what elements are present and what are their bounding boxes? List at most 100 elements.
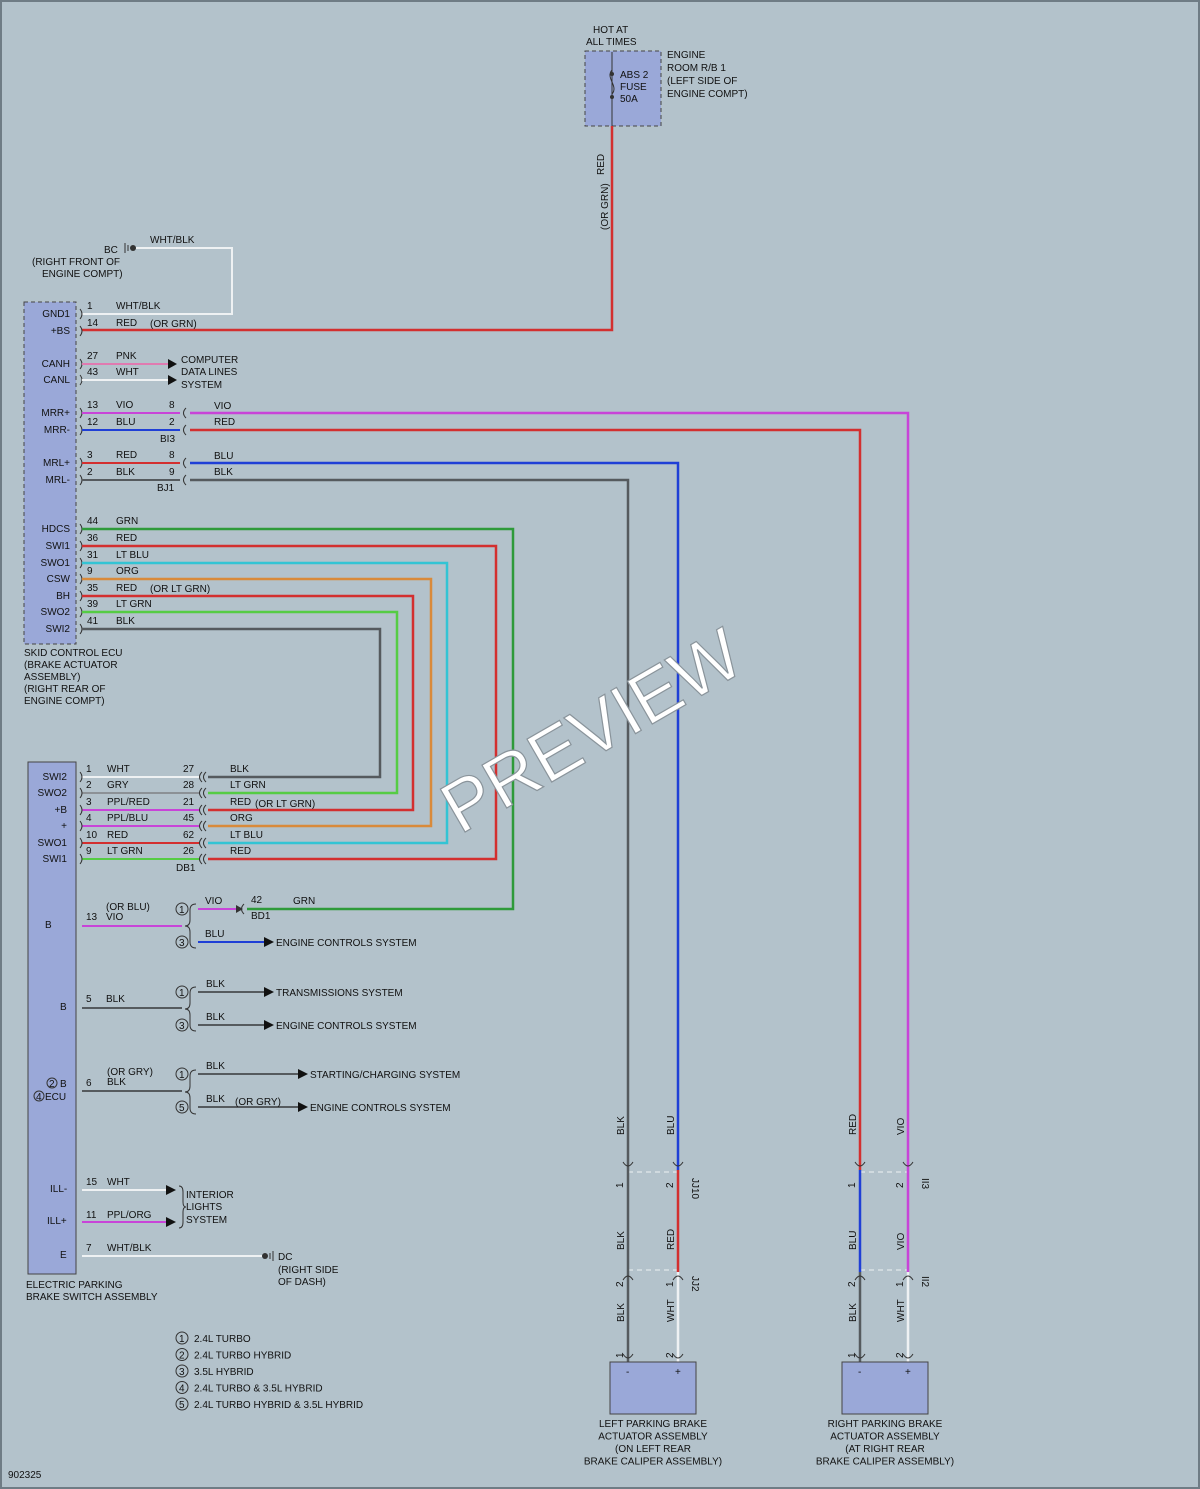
switch-pin-number: 1 — [86, 764, 92, 775]
wire-bh — [82, 594, 415, 812]
wire-csw — [82, 577, 433, 828]
db1-pin-note: (OR LT GRN) — [255, 799, 315, 810]
actuator-wire-mid: VIO — [896, 1233, 907, 1250]
actuator-pin-mid: 2 — [615, 1281, 626, 1287]
db1-name: DB1 — [176, 863, 196, 874]
actuator-terminal-plus: + — [905, 1367, 911, 1378]
switch-pin-name: SWO2 — [38, 788, 68, 799]
ecu-variant-2: 5 — [179, 1103, 185, 1114]
actuator-pin-mid: 1 — [665, 1281, 676, 1287]
b2-branch-wire-1: BLK — [206, 979, 225, 990]
connector-bi3: 8 2 VIO RED BI3 — [160, 400, 235, 445]
fuse-wire-color: RED — [596, 154, 607, 175]
fuse-wire-alt: (OR GRN) — [600, 183, 611, 230]
fuse-label-3: 50A — [620, 94, 638, 105]
b2-variant-2: 3 — [179, 1021, 185, 1032]
actuator-pin-bottom: 2 — [895, 1352, 906, 1358]
switch-pin-wire: RED — [107, 830, 128, 841]
legend-number: 1 — [179, 1334, 185, 1345]
switch-pin-name: SWI1 — [43, 854, 68, 865]
actuator-pin-top: 1 — [615, 1182, 626, 1188]
actuator-pin-top: 2 — [665, 1182, 676, 1188]
switch-pin-number: 4 — [86, 813, 92, 824]
hot-label-2: ALL TIMES — [586, 37, 637, 48]
ecu-branch-wire-1: BLK — [206, 1061, 225, 1072]
b1-branch-target-2: ENGINE CONTROLS SYSTEM — [276, 938, 417, 949]
switch-name-1: ELECTRIC PARKING — [26, 1280, 123, 1291]
b1-branch-wire-1: VIO — [205, 896, 222, 907]
actuator-wire-top: BLU — [666, 1116, 677, 1135]
skid-ecu-name-5: ENGINE COMPT) — [24, 696, 105, 707]
skid-ecu-name-4: (RIGHT REAR OF — [24, 684, 105, 695]
ill-plus-num: 11 — [86, 1210, 97, 1221]
bi3-wire-1: VIO — [214, 401, 231, 412]
ground-bc: BC (RIGHT FRONT OF ENGINE COMPT) WHT/BLK — [32, 235, 195, 280]
db1-terminal — [199, 853, 207, 865]
ecu-branch: 2 B 4 ECU 6 BLK (OR GRY) 1 5 BLK STARTIN… — [33, 1061, 460, 1115]
skid-pin-wire: BLK — [116, 467, 135, 478]
skid-pin-wire: LT GRN — [116, 599, 152, 610]
legend-number: 4 — [179, 1384, 185, 1395]
skid-pin-wire: BLK — [116, 616, 135, 627]
bj1-pin-2: 9 — [169, 467, 175, 478]
ecu-variant-mark-2: 4 — [36, 1092, 42, 1103]
legend-marker — [175, 1381, 189, 1394]
actuator-name: BRAKE CALIPER ASSEMBLY) — [816, 1457, 954, 1468]
skid-control-ecu: SKID CONTROL ECU (BRAKE ACTUATOR ASSEMBL… — [23, 301, 123, 707]
figure-id: 902325 — [8, 1470, 42, 1481]
actuator-terminal — [622, 1161, 634, 1167]
skid-pin-wire: WHT/BLK — [116, 301, 161, 312]
skid-pin-number: 1 — [87, 301, 93, 312]
wire-mrr-minus-right — [190, 428, 862, 1170]
bi3-name: BI3 — [160, 434, 175, 445]
actuator-wire-top: VIO — [896, 1118, 907, 1135]
db1-terminal — [199, 804, 207, 816]
legend-text: 2.4L TURBO HYBRID & 3.5L HYBRID — [194, 1400, 363, 1411]
legend-text: 3.5L HYBRID — [194, 1367, 254, 1378]
switch-pin-wire: LT GRN — [107, 846, 143, 857]
actuator-name: ACTUATOR ASSEMBLY — [598, 1432, 708, 1443]
ecu-branch-wire-2: BLK — [206, 1094, 225, 1105]
actuator-name: (AT RIGHT REAR — [845, 1444, 924, 1455]
actuator-wire-bottom: BLK — [616, 1303, 627, 1322]
connector-bj1: 8 9 BLU BLK BJ1 — [157, 450, 233, 494]
bj1-wire-2: BLK — [214, 467, 233, 478]
skid-pin-number: 14 — [87, 318, 99, 329]
b2-branch-target-1: TRANSMISSIONS SYSTEM — [276, 988, 403, 999]
skid-pin-number: 36 — [87, 533, 99, 544]
ill-plus-name: ILL+ — [47, 1216, 67, 1227]
ecu-variant-1: 1 — [179, 1070, 185, 1081]
switch-pin-name: + — [61, 821, 67, 832]
fuse-location-2: ROOM R/B 1 — [667, 63, 726, 74]
db1-pin-wire: RED — [230, 797, 251, 808]
db1-pin-wire: BLK — [230, 764, 249, 775]
wire-mrr-plus-right — [190, 411, 910, 1170]
wire-swo1 — [82, 561, 449, 845]
fuse-label-2: FUSE — [620, 82, 647, 93]
switch-pin-terminal — [79, 837, 83, 849]
e-pin-num: 7 — [86, 1243, 92, 1254]
ecu-pin-name-bottom: ECU — [45, 1092, 66, 1103]
b-branch: B 13 VIO (OR BLU) 1 3 VIO 42 BD1 GRN BLU… — [45, 895, 417, 949]
ill-plus-wire: PPL/ORG — [107, 1210, 152, 1221]
b2-wire: BLK — [106, 994, 125, 1005]
actuator-wire-top: BLK — [616, 1116, 627, 1135]
bd1-wire-out: GRN — [293, 896, 315, 907]
b1-pin-num: 13 — [86, 912, 98, 923]
db1-pin-wire: RED — [230, 846, 251, 857]
db1-pin-number: 28 — [183, 780, 195, 791]
switch-name-2: BRAKE SWITCH ASSEMBLY — [26, 1292, 158, 1303]
fuse-location-4: ENGINE COMPT) — [667, 89, 748, 100]
ill-minus-wire: WHT — [107, 1177, 130, 1188]
skid-pin-wire: ORG — [116, 566, 139, 577]
wire-gnd1 — [82, 247, 233, 315]
legend-marker — [175, 1331, 189, 1345]
db1-pin-number: 45 — [183, 813, 195, 824]
switch-pin-number: 2 — [86, 780, 92, 791]
actuator-terminal-minus: - — [858, 1367, 861, 1378]
